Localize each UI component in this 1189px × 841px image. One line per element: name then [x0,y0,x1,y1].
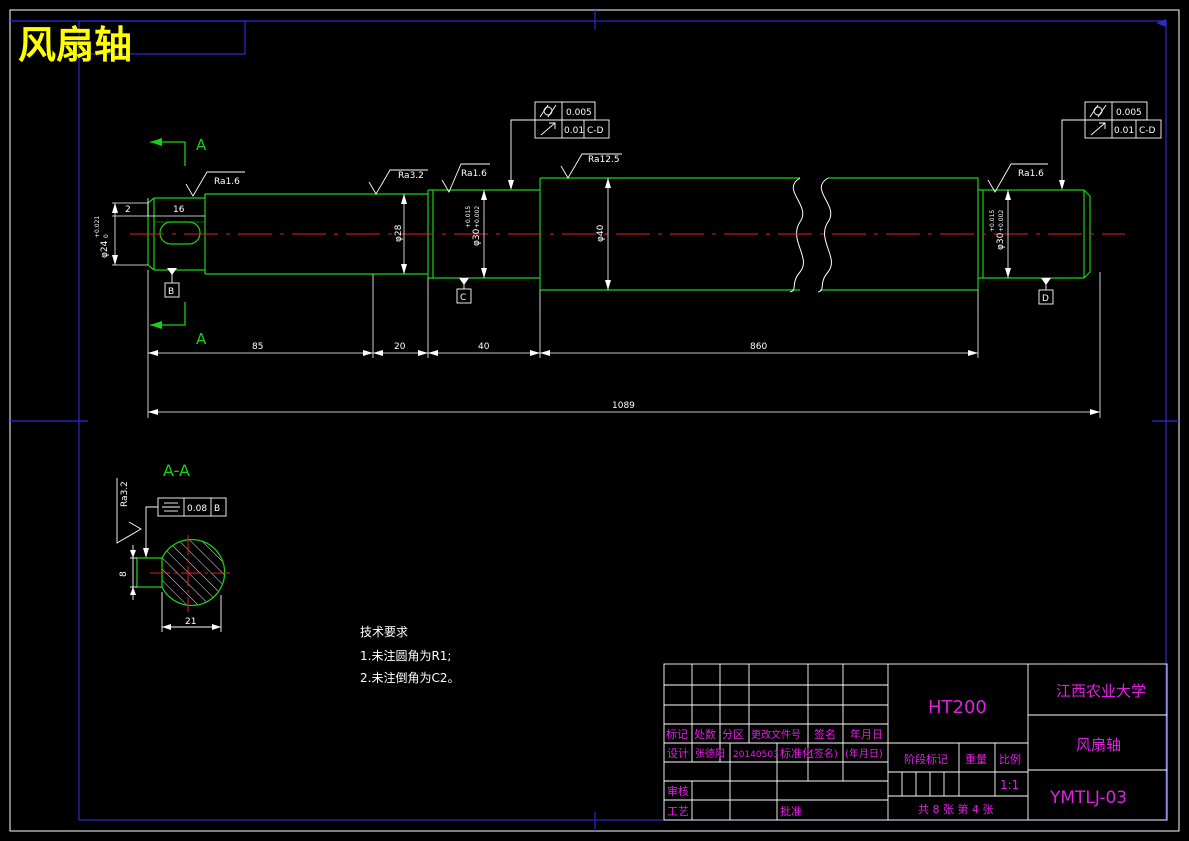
title-box-frame [10,20,246,55]
dim-860: 860 [750,342,767,352]
section-arrow-top [150,138,186,166]
dim-phi30-right-tol-upper: +0.015 [989,210,996,232]
dim-phi30-left-tol-lower: +0.002 [474,206,481,228]
datum-d-label: D [1042,294,1049,304]
dim-85: 85 [252,342,263,352]
tolerance-frame-section [130,497,227,632]
tol-right-row2-ref: C-D [1139,126,1156,136]
dim-40: 40 [478,342,490,352]
tb-sign-placeholder: (签名) [810,747,838,760]
dim-phi30-left-tol-upper: +0.015 [465,206,472,228]
tb-hdr-sign: 签名 [814,727,836,741]
tb-hdr-change-doc: 更改文件号 [751,728,801,741]
break-line-1 [789,177,804,293]
drawing-title: 风扇轴 [18,23,132,67]
shaft-main-view [147,177,1091,291]
orientation-mark [1156,19,1166,27]
tb-process: 工艺 [667,805,689,818]
tb-material: HT200 [928,697,987,718]
tolerance-frame-left [510,101,610,188]
roughness-1: Ra1.6 [214,177,240,187]
dim-phi30-right: φ30 [996,232,1006,250]
section-label-bottom: A [196,330,207,348]
tb-scale-value: 1:1 [1000,778,1019,792]
tol-right-row2-value: 0.01 [1114,126,1134,136]
tb-hdr-count: 处数 [694,728,716,741]
roughness-6: Ra3.2 [120,481,130,507]
drawing-frame [78,20,1167,821]
tol-left-row1-value: 0.005 [566,108,592,118]
section-view-label: A-A [163,461,190,480]
tol-section-ref: B [214,504,220,514]
tb-date-placeholder: (年月日) [845,747,883,760]
datum-b-label: B [168,287,174,297]
tb-hdr-date: 年月日 [850,727,883,741]
notes-heading: 技术要求 [360,625,408,639]
roughness-5: Ra1.6 [1018,169,1044,179]
dimension-arrows [112,178,1100,415]
section-label-top: A [196,136,207,154]
title-block [663,663,1168,821]
dim-section-8: 8 [119,571,129,577]
tb-scale-label: 比例 [999,752,1021,766]
tolerance-frame-right [1061,101,1162,188]
dim-phi24-tol-upper: +0.021 [94,216,101,238]
tb-part-name: 风扇轴 [1076,736,1121,754]
section-view [136,535,230,612]
dim-phi24-tol-lower: 0 [103,234,110,238]
tb-standardization: 标准化 [780,746,813,760]
tol-right-leader-arrow [1059,180,1065,190]
tb-sheets: 共 8 张 第 4 张 [918,802,993,816]
datum-c-label: C [460,293,466,303]
tb-hdr-mark: 标记 [666,727,688,741]
tb-review: 审核 [667,784,689,798]
dim-phi24: φ24 [100,240,110,258]
dim-20: 20 [394,342,406,352]
roughness-2: Ra3.2 [398,171,424,181]
tol-left-row2-ref: C-D [587,126,604,136]
break-line-2 [817,177,832,293]
tb-hdr-zone: 分区 [722,728,744,741]
tb-school: 江西农业大学 [1056,682,1146,700]
dim-1089: 1089 [612,401,635,411]
tol-section-value: 0.08 [187,504,207,514]
tb-designer-name: 张德阳 [695,747,725,760]
tol-left-row2-value: 0.01 [564,126,584,136]
dim-phi30-left: φ30 [472,228,482,246]
tol-right-row1-value: 0.005 [1116,108,1142,118]
dim-section-21: 21 [185,617,196,627]
roughness-symbols [116,153,1048,544]
notes-line-1: 1.未注圆角为R1; [360,648,451,663]
section-arrows [130,548,221,630]
dim-phi28: φ28 [394,224,404,242]
section-arrow-bottom [150,302,186,329]
tb-approve: 批准 [780,804,802,818]
dim-16: 16 [173,205,185,215]
datum-symbols [164,270,1054,305]
datum-triangles [167,268,1051,285]
dim-phi40: φ40 [596,224,606,242]
dimension-lines [112,178,1101,418]
roughness-3: Ra1.6 [461,169,487,179]
tb-drawing-no: YMTLJ-03 [1049,788,1127,808]
roughness-4: Ra12.5 [588,155,620,165]
tb-designer-label: 设计 [667,747,689,760]
notes-line-2: 2.未注倒角为C2。 [360,670,459,685]
tb-weight: 重量 [965,752,987,766]
tb-stage-mark: 阶段标记 [904,752,948,766]
tol-left-leader-arrow [508,180,514,190]
tb-designer-date: 20140503 [733,750,779,760]
dim-2: 2 [125,205,131,215]
dim-phi30-right-tol-lower: +0.002 [998,210,1005,232]
